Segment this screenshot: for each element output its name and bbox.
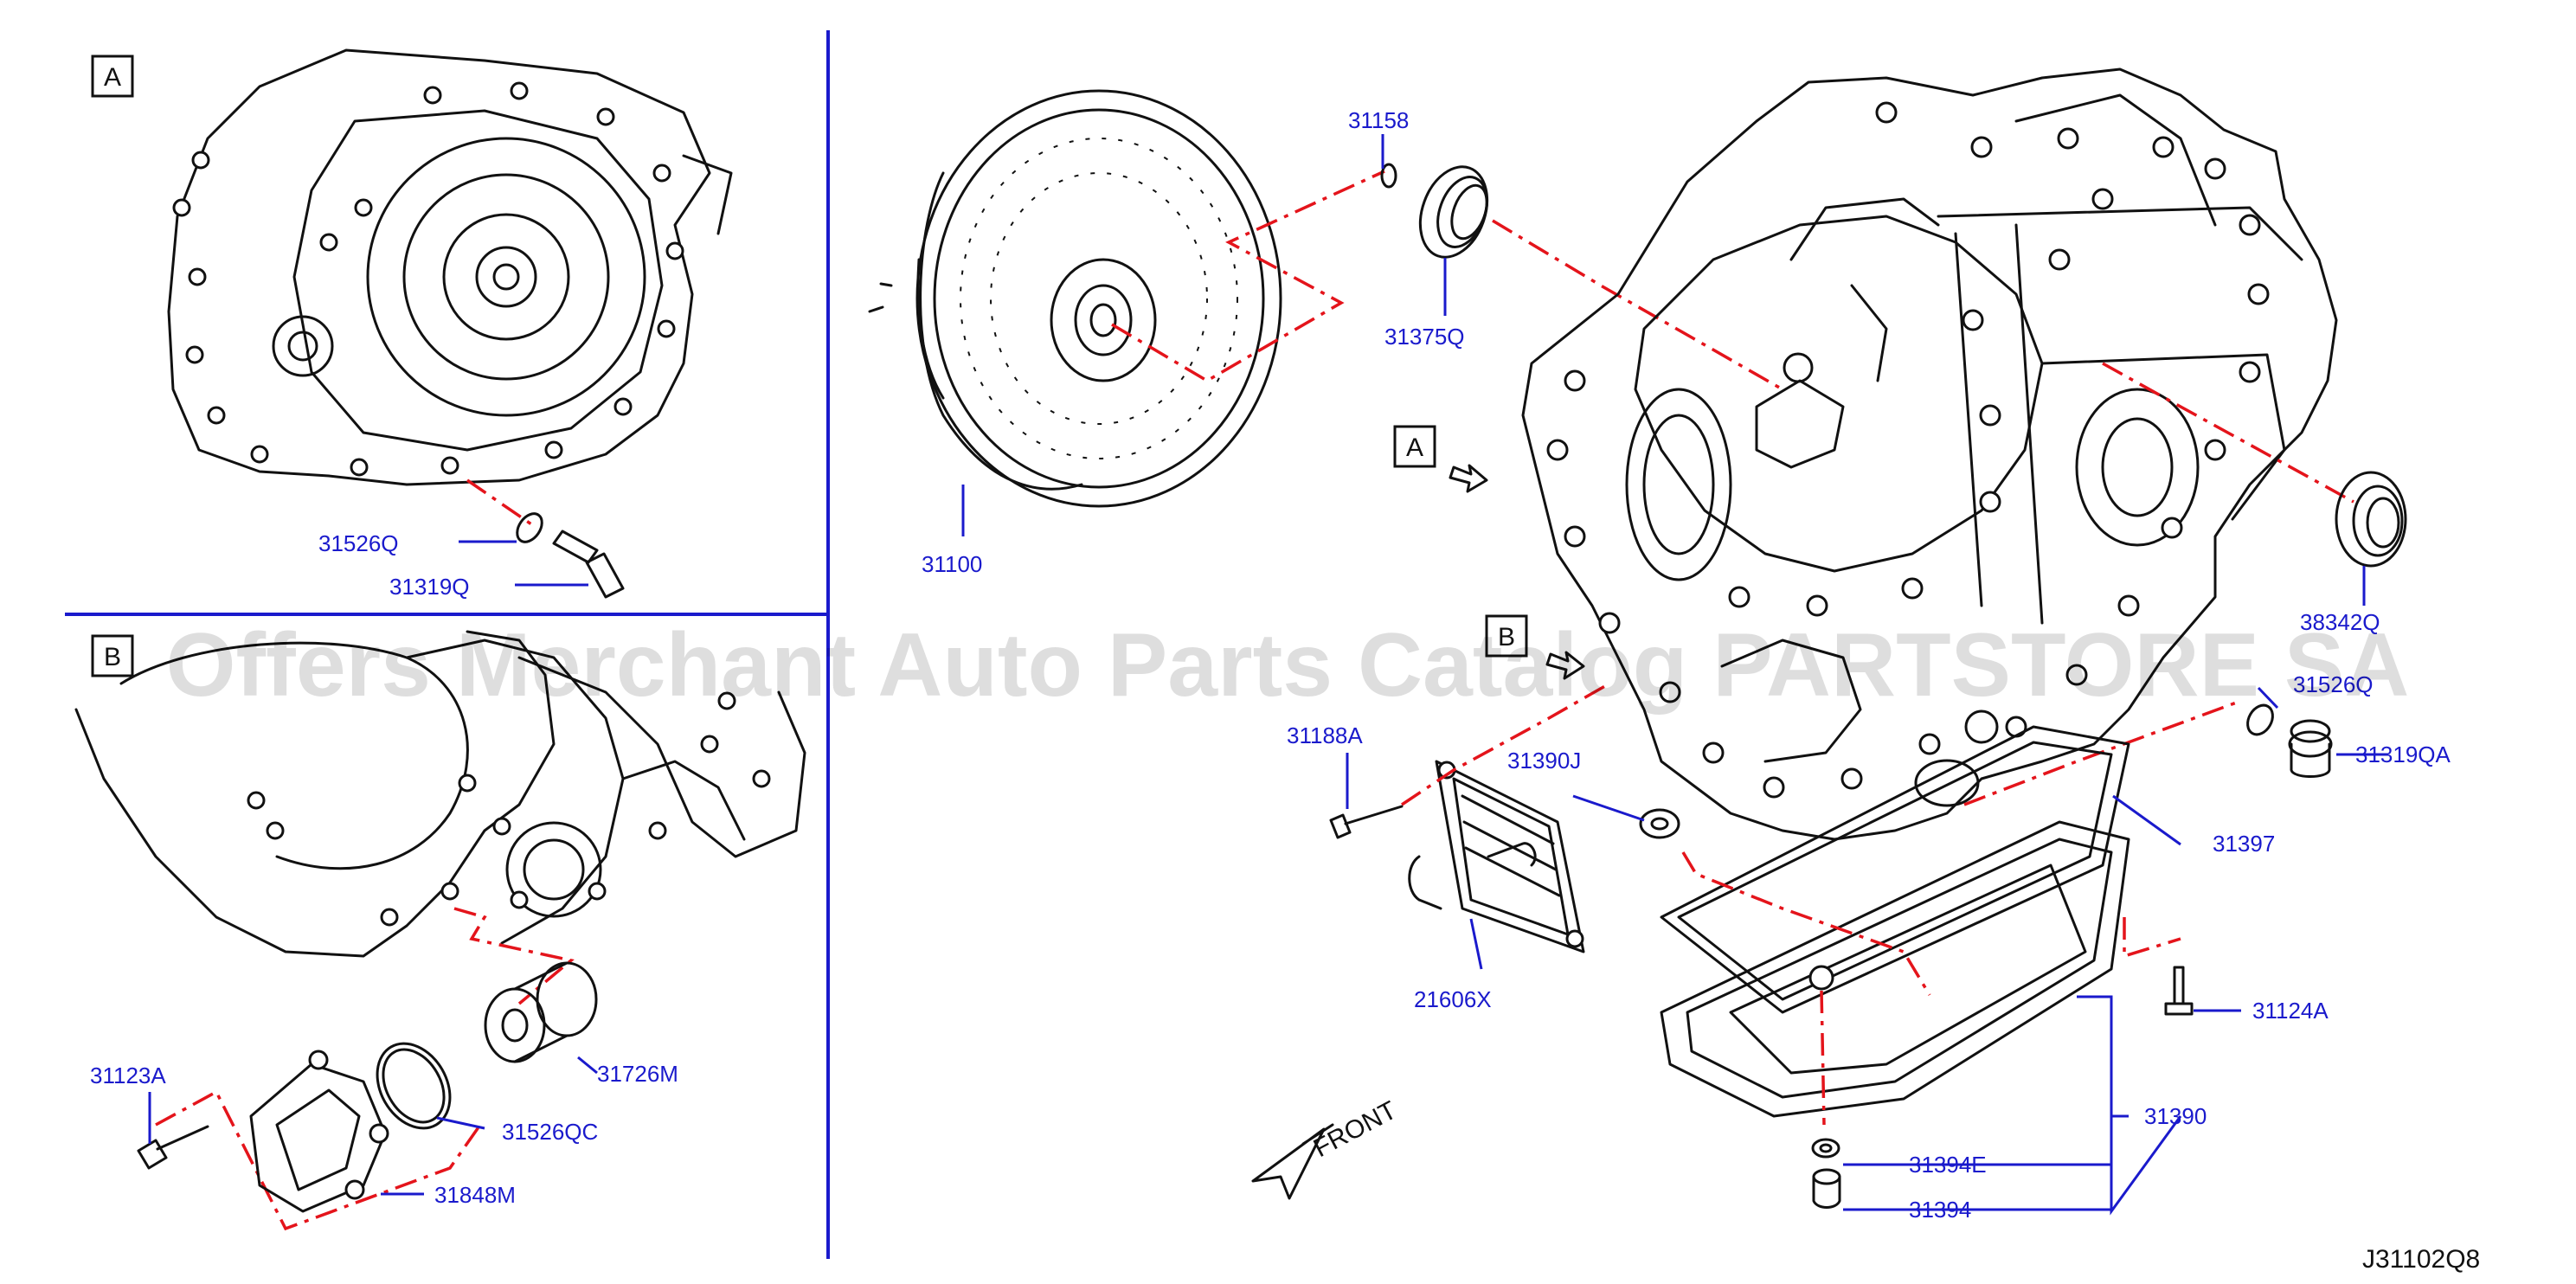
part-31375Q[interactable]: 31375Q bbox=[1384, 324, 1465, 350]
part-31526Q-b[interactable]: 31526Q bbox=[2293, 671, 2374, 697]
part-21606X[interactable]: 21606X bbox=[1414, 986, 1492, 1012]
part-38342Q[interactable]: 38342Q bbox=[2300, 609, 2380, 635]
pan-dash-right bbox=[2123, 917, 2181, 959]
oil-seal-38342Q-drawing bbox=[2335, 471, 2407, 568]
oil-pan-31390-drawing bbox=[1660, 820, 2130, 1118]
o-ring-31158-drawing bbox=[1380, 163, 1397, 189]
pan-dash-left bbox=[1681, 851, 1931, 996]
part-31394[interactable]: 31394 bbox=[1909, 1197, 1971, 1223]
front-arrow-icon bbox=[1251, 1123, 1334, 1200]
view-label-a-main: A bbox=[1406, 433, 1423, 462]
o-ring-31526Q-b-drawing bbox=[2246, 703, 2274, 736]
view-label-b-inset: B bbox=[104, 643, 121, 671]
part-31319QA[interactable]: 31319QA bbox=[2355, 742, 2451, 767]
view-a-arrow-icon bbox=[1449, 464, 1488, 493]
part-31124A[interactable]: 31124A bbox=[2252, 998, 2329, 1024]
o-ring-31526Q-drawing bbox=[516, 512, 543, 543]
part-31319Q[interactable]: 31319Q bbox=[389, 574, 470, 600]
seal-to-case-dash-line bbox=[1492, 219, 1783, 391]
plug-31319QA-drawing bbox=[2288, 719, 2333, 778]
inset-b-dash-upper bbox=[453, 907, 575, 1005]
inset-b-dash-lower bbox=[155, 1089, 482, 1231]
view-label-a-inset: A bbox=[104, 63, 121, 92]
view-box-b-inset: B bbox=[91, 634, 134, 677]
converter-dash-line bbox=[1111, 170, 1385, 383]
oil-seal-31375Q-drawing bbox=[1418, 165, 1489, 259]
part-31397[interactable]: 31397 bbox=[2213, 831, 2275, 857]
pan-drain-dash bbox=[1820, 990, 1826, 1126]
view-label-b-main: B bbox=[1498, 623, 1515, 652]
part-31390J[interactable]: 31390J bbox=[1507, 748, 1581, 774]
filter-cartridge-31726M-drawing bbox=[484, 961, 598, 1063]
part-31100[interactable]: 31100 bbox=[922, 551, 982, 577]
part-31158[interactable]: 31158 bbox=[1348, 107, 1409, 133]
watermark-text: Offers Merchant Auto Parts Catalog PARTS… bbox=[166, 615, 2410, 716]
view-box-b-main: B bbox=[1485, 614, 1528, 658]
diagram-code: J31102Q8 bbox=[2362, 1245, 2480, 1274]
view-box-a-main: A bbox=[1393, 425, 1436, 468]
part-31123A[interactable]: 31123A bbox=[90, 1063, 166, 1088]
view-box-a-inset: A bbox=[91, 55, 134, 98]
torque-converter-31100-drawing bbox=[868, 89, 1282, 508]
leader-lines bbox=[148, 134, 2388, 1216]
o-ring-31526QC-drawing bbox=[376, 1042, 452, 1130]
inset-b-case-drawing bbox=[74, 630, 806, 958]
case-to-seal-38342Q-dash bbox=[2102, 362, 2354, 504]
inset-a-housing-drawing bbox=[167, 48, 733, 486]
part-31526Q[interactable]: 31526Q bbox=[318, 530, 399, 556]
part-31526QC[interactable]: 31526QC bbox=[502, 1119, 598, 1145]
cooler-dash-line bbox=[1401, 682, 1610, 806]
part-31390[interactable]: 31390 bbox=[2144, 1103, 2207, 1129]
inset-a-dash-line bbox=[466, 478, 537, 530]
washer-31394E-drawing bbox=[1811, 1138, 1840, 1159]
view-b-arrow-icon bbox=[1545, 651, 1585, 680]
transaxle-case-drawing bbox=[1521, 67, 2338, 841]
washer-31390J-drawing bbox=[1639, 808, 1680, 839]
bolt-31124A-drawing bbox=[2164, 966, 2194, 1016]
drain-plug-31394-drawing bbox=[1812, 1168, 1841, 1209]
oil-cooler-21606X-drawing bbox=[1408, 760, 1585, 953]
part-31848M[interactable]: 31848M bbox=[434, 1182, 516, 1208]
filter-cover-31848M-drawing bbox=[249, 1050, 389, 1213]
part-31726M[interactable]: 31726M bbox=[597, 1061, 678, 1087]
part-31394E[interactable]: 31394E bbox=[1909, 1152, 1987, 1178]
bolt-31188A-drawing bbox=[1329, 805, 1404, 839]
part-31188A[interactable]: 31188A bbox=[1287, 722, 1363, 748]
bolt-31319Q-drawing bbox=[552, 530, 625, 599]
